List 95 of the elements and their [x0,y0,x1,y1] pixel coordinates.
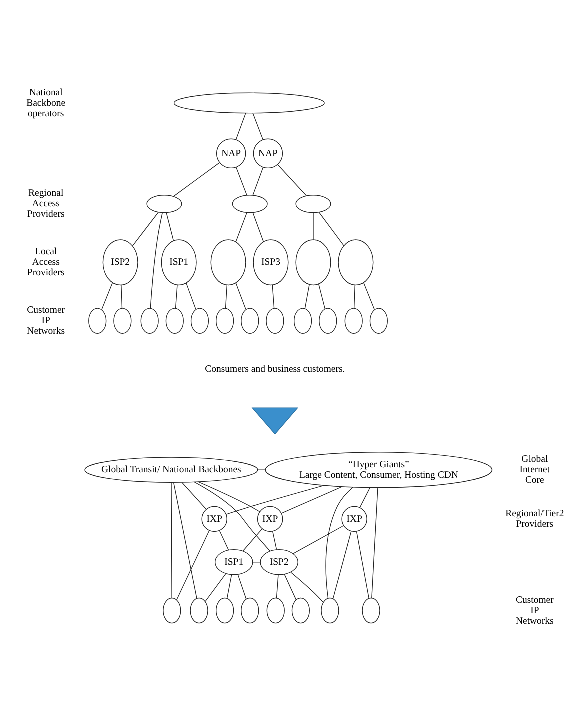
connector [182,482,207,510]
connector [102,282,114,310]
connector [186,282,196,310]
connector [173,162,220,197]
node-ellipse [174,92,325,114]
connector [171,482,172,598]
connector [225,284,228,308]
connector [226,484,325,514]
connector [284,574,297,600]
label: National Backbone operators [26,86,66,119]
node-circle: IXP [202,506,228,532]
connector [173,482,198,598]
connector [205,573,226,602]
connector [176,530,210,600]
node-circle: NAP [253,138,284,168]
connector [238,574,247,600]
connector [372,487,378,598]
label: Regional/Tier2 Providers [506,508,564,530]
connector [313,212,314,240]
connector [364,282,376,310]
connector [252,112,264,140]
connector [252,166,264,196]
connector [150,212,163,308]
node-ellipse [370,308,388,334]
connector [356,530,370,598]
node-ellipse: ISP1 [161,239,197,286]
connector [272,284,275,308]
label: Customer IP Networks [27,304,66,337]
connector [360,487,370,508]
node-ellipse [210,239,246,286]
node-ellipse: Global Transit/ National Backbones [84,456,258,482]
connector [236,212,248,242]
connector [354,284,356,308]
node-ellipse [163,597,182,624]
connector [293,525,344,554]
node-ellipse [166,308,184,334]
connector [242,528,263,552]
node-ellipse [140,308,159,334]
node-ellipse [319,308,338,334]
connector [326,486,354,598]
node-arrow [252,407,299,434]
node-ellipse [296,239,332,286]
connector [219,530,230,550]
node-ellipse [241,308,260,334]
node-ellipse: ISP3 [253,239,289,286]
node-ellipse [294,308,312,334]
label: Consumers and business customers. [205,364,346,375]
label: Local Access Providers [27,246,65,278]
connector [252,212,264,242]
connector [304,284,310,309]
node-ellipse [266,597,285,624]
node-circle: IXP [257,506,284,532]
node-ellipse [266,308,284,334]
node-ellipse: ISP2 [102,239,138,286]
connector [276,574,279,598]
node-ellipse [321,597,340,624]
node-ellipse [292,597,310,624]
connector [318,283,326,309]
node-circle: IXP [342,506,368,532]
node-ellipse: ISP2 [260,548,298,575]
node-circle: NAP [216,138,246,168]
node-ellipse [241,597,260,624]
node-ellipse [362,597,380,624]
connector [318,212,344,246]
connector [175,284,178,308]
connector [236,166,248,196]
connector [277,164,307,196]
connector [272,530,278,550]
connector [236,282,246,310]
node-ellipse [296,194,332,213]
connector [166,212,174,241]
connector [121,284,123,308]
connector [290,572,324,602]
connector [132,212,159,246]
node-ellipse [216,308,234,334]
connector [236,112,246,140]
node-ellipse [190,308,210,334]
node-ellipse [232,194,268,213]
label: Customer IP Networks [516,594,554,626]
node-ellipse [190,597,208,624]
connector [332,530,352,599]
node-ellipse [338,239,374,286]
node-ellipse [88,308,107,334]
label: Regional Access Providers [27,188,65,220]
connector [226,574,232,598]
node-ellipse [114,308,132,334]
node-ellipse [344,308,363,334]
node-ellipse [216,597,234,624]
connector [194,481,270,551]
node-ellipse: ISP1 [214,548,254,575]
connector [281,486,342,514]
node-ellipse: “Hyper Giants” Large Content, Consumer, Hosting CDN [265,452,493,488]
connector [198,481,260,512]
label: Global Internet Core [520,454,550,486]
node-ellipse [146,194,182,213]
